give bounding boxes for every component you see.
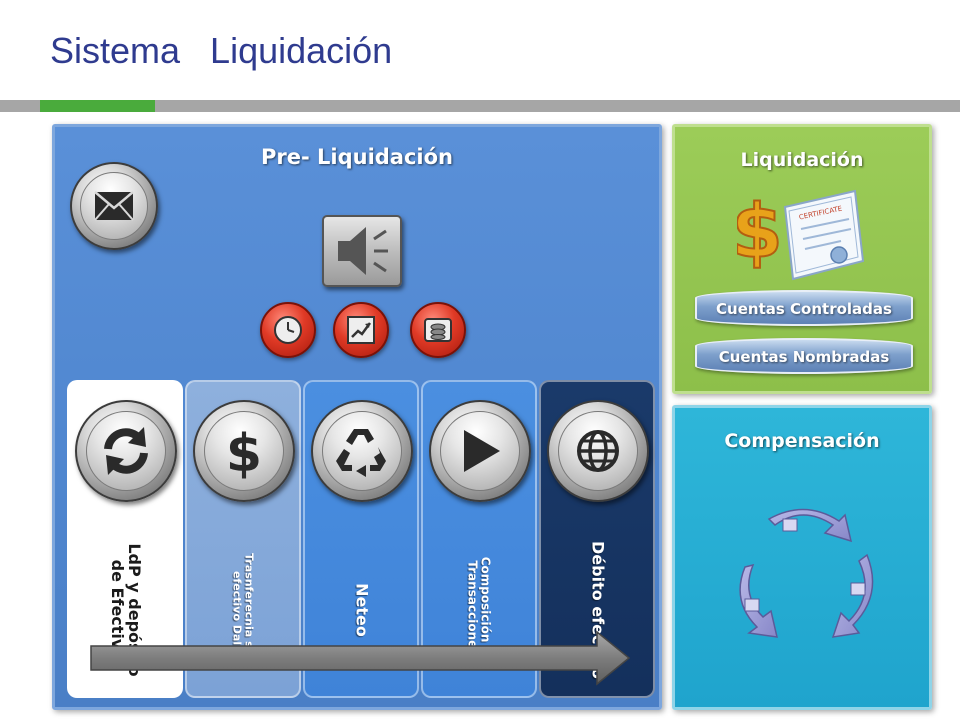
database-cuentas-nombradas: Cuentas Nombradas <box>695 338 913 374</box>
recycle-arrows-icon <box>739 508 874 638</box>
chart-button[interactable] <box>333 302 389 358</box>
sound-button[interactable] <box>322 215 402 287</box>
title-divider-accent <box>40 100 155 112</box>
compensacion-heading: Compensación <box>724 430 880 452</box>
process-flow-arrow <box>90 630 631 686</box>
ldp-button[interactable] <box>75 400 177 502</box>
database-cuentas-controladas: Cuentas Controladas <box>695 290 913 326</box>
clock-icon <box>274 316 302 344</box>
svg-text:$: $ <box>226 424 262 479</box>
process-column-ldp: LdP y depósito de Efectivo <box>67 380 183 698</box>
svg-text:$: $ <box>737 189 783 275</box>
slide-title: Sistema Liquidación <box>50 30 393 71</box>
pre-liquidacion-heading: Pre- Liquidación <box>260 145 453 169</box>
dollar-icon: $ <box>226 424 262 479</box>
speaker-icon <box>338 227 388 275</box>
neteo-button[interactable] <box>311 400 413 502</box>
envelope-icon <box>94 191 134 221</box>
certificate-icon: CERTIFICATE $ <box>737 188 865 281</box>
debito-button[interactable] <box>547 400 649 502</box>
compensacion-panel: Compensación <box>672 405 932 710</box>
process-column-debito: Débito efectivo <box>539 380 655 698</box>
refresh-icon <box>104 427 148 475</box>
liquidacion-panel: Liquidación CERTIFICATE $ Cuentas Contro… <box>672 124 932 394</box>
pre-liquidacion-panel: Pre- Liquidación <box>52 124 662 710</box>
process-column-transferencias: $ Trasnferecnia s de efectivo Dalí <box>185 380 301 698</box>
chart-icon <box>347 316 375 344</box>
money-button[interactable] <box>410 302 466 358</box>
title-divider <box>0 100 960 112</box>
process-column-composicion: Composición de Transaccione s <box>421 380 537 698</box>
process-column-neteo: Neteo <box>303 380 419 698</box>
liquidacion-heading: Liquidación <box>740 149 864 171</box>
money-icon <box>424 318 452 342</box>
globe-icon <box>577 430 619 472</box>
transferencias-button[interactable]: $ <box>193 400 295 502</box>
composicion-button[interactable] <box>429 400 531 502</box>
clock-button[interactable] <box>260 302 316 358</box>
play-icon <box>464 430 500 472</box>
recycle-icon <box>336 429 386 477</box>
mail-button[interactable] <box>70 162 158 250</box>
